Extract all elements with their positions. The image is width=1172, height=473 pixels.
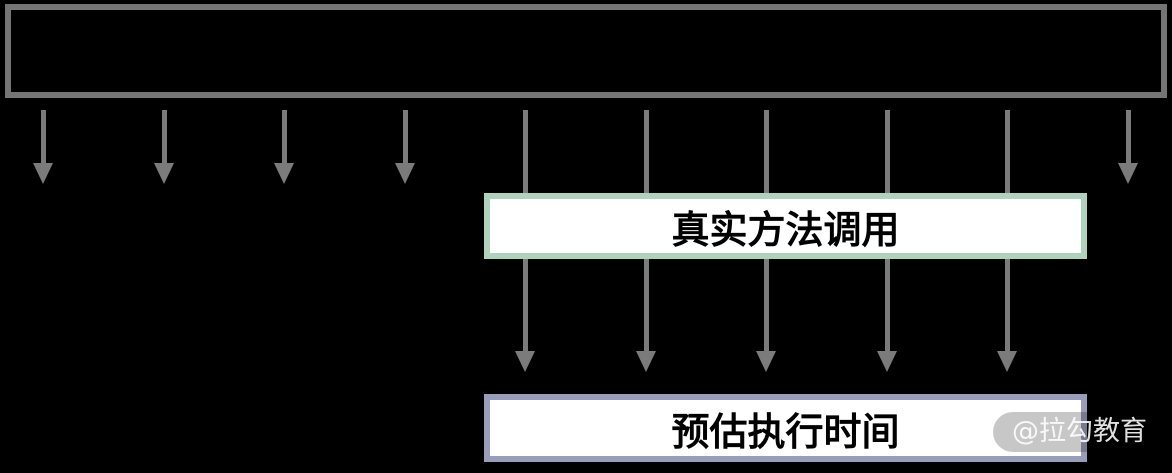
real-method-call-box: 真实方法调用 xyxy=(484,193,1087,259)
down-arrow-head xyxy=(756,351,776,372)
down-arrow-head xyxy=(274,163,294,184)
estimated-execution-time-box: 预估执行时间 xyxy=(484,394,1087,462)
down-arrow-head xyxy=(33,163,53,184)
down-arrow-head xyxy=(997,351,1017,372)
down-arrow-shaft xyxy=(403,110,408,163)
down-arrow-head xyxy=(877,351,897,372)
down-arrow-head xyxy=(395,163,415,184)
down-arrow-shaft xyxy=(1126,110,1131,163)
down-arrow-head xyxy=(515,351,535,372)
down-arrow-shaft xyxy=(764,252,769,351)
connector-line xyxy=(764,110,769,199)
down-arrow-shaft xyxy=(1005,252,1010,351)
watermark-pill xyxy=(993,412,1145,452)
down-arrow-shaft xyxy=(282,110,287,163)
estimated-execution-time-label: 预估执行时间 xyxy=(671,409,900,454)
connector-line xyxy=(885,110,890,199)
down-arrow-head xyxy=(636,351,656,372)
real-method-call-label: 真实方法调用 xyxy=(671,207,900,252)
connector-line xyxy=(644,110,649,199)
down-arrow-head xyxy=(1118,163,1138,184)
down-arrow-shaft xyxy=(162,110,167,163)
down-arrow-head xyxy=(154,163,174,184)
connector-line xyxy=(523,110,528,199)
timeline-bar-box xyxy=(5,4,1167,98)
down-arrow-shaft xyxy=(41,110,46,163)
down-arrow-shaft xyxy=(885,252,890,351)
connector-line xyxy=(1005,110,1010,199)
down-arrow-shaft xyxy=(523,252,528,351)
down-arrow-shaft xyxy=(644,252,649,351)
watermark-text: @拉勾教育 xyxy=(1012,416,1147,447)
